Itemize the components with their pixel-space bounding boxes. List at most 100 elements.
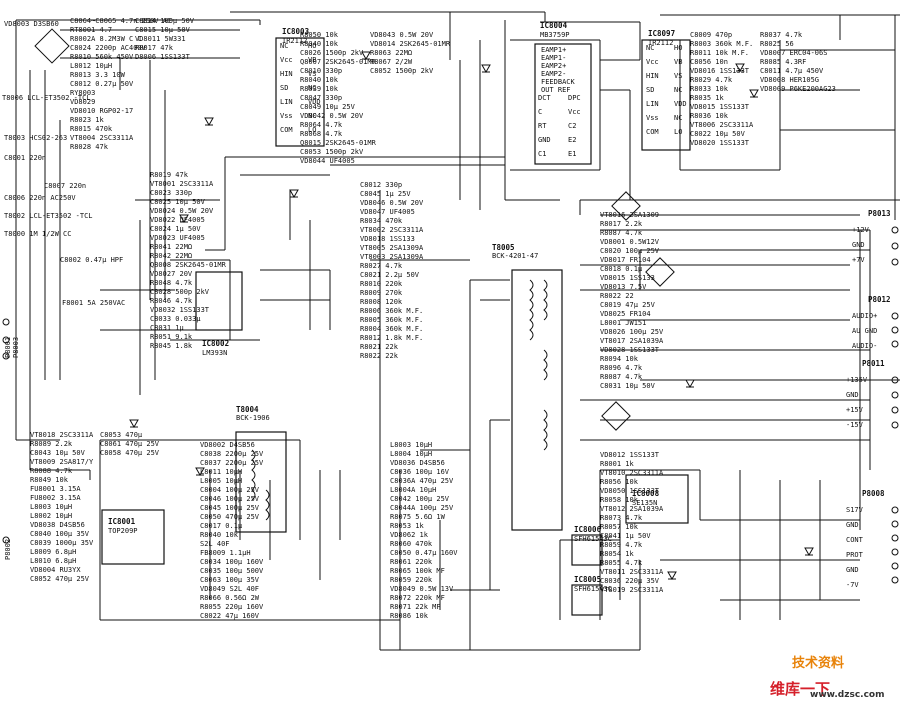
component-label: R8059 220k (390, 576, 433, 584)
component-label: R8013 3.3 10W (70, 71, 126, 79)
ir2112-pin-left: LIN (646, 100, 659, 108)
component-label: R8046 4.7k (150, 297, 193, 305)
mb3759-pin-right: E2 (568, 136, 576, 144)
connector-ref: P8012 (868, 295, 891, 304)
ir2112-pin-right: NC (674, 114, 682, 122)
component-label: R8022 22 (600, 292, 634, 300)
connector-pin-label: +15V (846, 406, 864, 414)
bridges (34, 28, 675, 431)
component-label: VD8042 0.5W 20V (300, 112, 364, 120)
component-label: R8034 470k (360, 217, 403, 225)
connector-pin-label: GND (846, 521, 859, 529)
component-label: R8057 10k (600, 523, 639, 531)
component-label: VD8015 1SS133 (600, 274, 655, 282)
ir2112-pin-right: HO (674, 44, 682, 52)
component-label: C8052 1500p 2kV (370, 67, 434, 75)
ic-ref-ic8001: IC8001 (108, 517, 136, 526)
mb3759-pin-top: OUT REF (541, 86, 571, 94)
ic-ref-ic8006: IC8006 (574, 525, 602, 534)
input-filter-label: T8002 LCL-ET3502 -TCL (4, 212, 93, 220)
component-label: C8046 100µ 25V (200, 495, 260, 503)
component-label: C8012 330p (360, 181, 402, 189)
component-label: R8027 4.7k (360, 262, 403, 270)
component-label: C8010 330p (300, 67, 342, 75)
component-label: RY8003 (70, 89, 95, 97)
ir2112-pin-right: LO (308, 126, 316, 134)
component-label: FU8002 3.15A (30, 494, 81, 502)
mb3759-pin-top: EAMP2- (541, 70, 566, 78)
component-label: C8036 220µ 35V (600, 577, 660, 585)
component-label: VD8013 7.5V (600, 283, 647, 291)
connector-ref: P8013 (868, 209, 891, 218)
ir2112-pin-right: VB (308, 56, 316, 64)
component-label: C8056 10n (690, 58, 728, 66)
component-label: R8036 10k (690, 112, 729, 120)
component-label: C8012 0.27µ 50V (70, 80, 134, 88)
component-label: R8039 10k (300, 85, 339, 93)
dzsc-watermark: 技术资料 维库一下 www.dzsc.com (762, 646, 896, 706)
component-label: L8004A 10µH (390, 486, 436, 494)
ic8005-box (571, 584, 603, 616)
component-label: R8028 47k (70, 143, 109, 151)
component-label: R8086 10k (390, 612, 429, 620)
component-label: VD8062 1k (390, 531, 429, 539)
component-label: L8001 JW151 (600, 319, 646, 327)
connector-pin-label: PROT (846, 551, 864, 559)
connector-pin-label: AUDIO+ (852, 312, 877, 320)
component-label: L8004 10µH (390, 450, 432, 458)
component-label: R8089 2.2k (30, 440, 73, 448)
component-label: R8012 1.8k M.F. (360, 334, 423, 342)
transformer-part: BCK-1906 (236, 414, 270, 422)
mb3759-pin-left: C (538, 108, 542, 116)
component-label: VD8020 1SS133T (690, 139, 750, 147)
component-label: Q8008 2SK2645-01MR (150, 261, 227, 269)
component-label: VT8018 2SC3311A (30, 431, 94, 439)
mb3759-pin-right: E1 (568, 150, 576, 158)
ic8003-box (275, 37, 325, 147)
component-label: C8033 0.033µ (150, 315, 201, 323)
bridge-label: VD8003 D3SB60 (4, 20, 59, 28)
component-label: VT8009 2SA817/Y (30, 458, 94, 466)
component-label: C8026 1500p 2kV (300, 49, 364, 57)
component-label: L8010 6.8µH (30, 557, 76, 565)
component-label: R8040 10k (300, 40, 339, 48)
component-label: R8041 22MΩ (150, 243, 192, 251)
component-label: C8038 2200µ 25V (200, 450, 264, 458)
connector-pin-label: S17V (846, 506, 864, 514)
connector-ports (2, 226, 899, 584)
component-label: C8053 1500p 2kV (300, 148, 364, 156)
ic-part-ic8008: SE135N (632, 499, 657, 507)
bridge-vd8038 (611, 191, 641, 221)
mb3759-pin-top: EAMP1+ (541, 46, 566, 54)
component-label: C8034 100µ 160V (200, 558, 264, 566)
mb3759-pin-right: Vcc (568, 108, 581, 116)
connector-pin-label: -15V (846, 421, 864, 429)
mb3759-pin-top: EAMP2+ (541, 62, 566, 70)
component-label: VD8044 UF4005 (300, 157, 355, 165)
ic8001-box (101, 509, 165, 565)
component-label: L8003 10µH (390, 441, 432, 449)
component-label: L8009 6.8µH (30, 548, 76, 556)
component-label: C8058 470µ 25V (100, 449, 160, 457)
fuse-label: F8001 5A 250VAC (62, 299, 125, 307)
component-label: R8094 10k (600, 355, 639, 363)
component-label: C8061 470µ 25V (100, 440, 160, 448)
ir2112-pin-right: VS (674, 72, 682, 80)
watermark-brand: 维库一下 (770, 680, 831, 698)
ic8006-box (571, 534, 603, 566)
ir2112-pin-right: VB (674, 58, 682, 66)
component-label: C8047 330p (300, 94, 342, 102)
mb3759-pin-left: GND (538, 136, 551, 144)
component-label: C8021 2.2µ 50V (360, 271, 420, 279)
component-label: VD8016 1SS133T (690, 67, 750, 75)
bridge-vd8002 (645, 257, 675, 287)
ic-ref-ic8004: IC8004 (540, 21, 568, 30)
transformer-ref: T8004 (236, 405, 259, 414)
component-label: R8040 10k (300, 76, 339, 84)
component-label: VD8043 0.5W 20V (370, 31, 434, 39)
ir2112-pin-left: Vss (646, 114, 659, 122)
component-label: VT8003 2SA1309A (360, 253, 424, 261)
connector-pin-label: P8003 (12, 337, 20, 358)
